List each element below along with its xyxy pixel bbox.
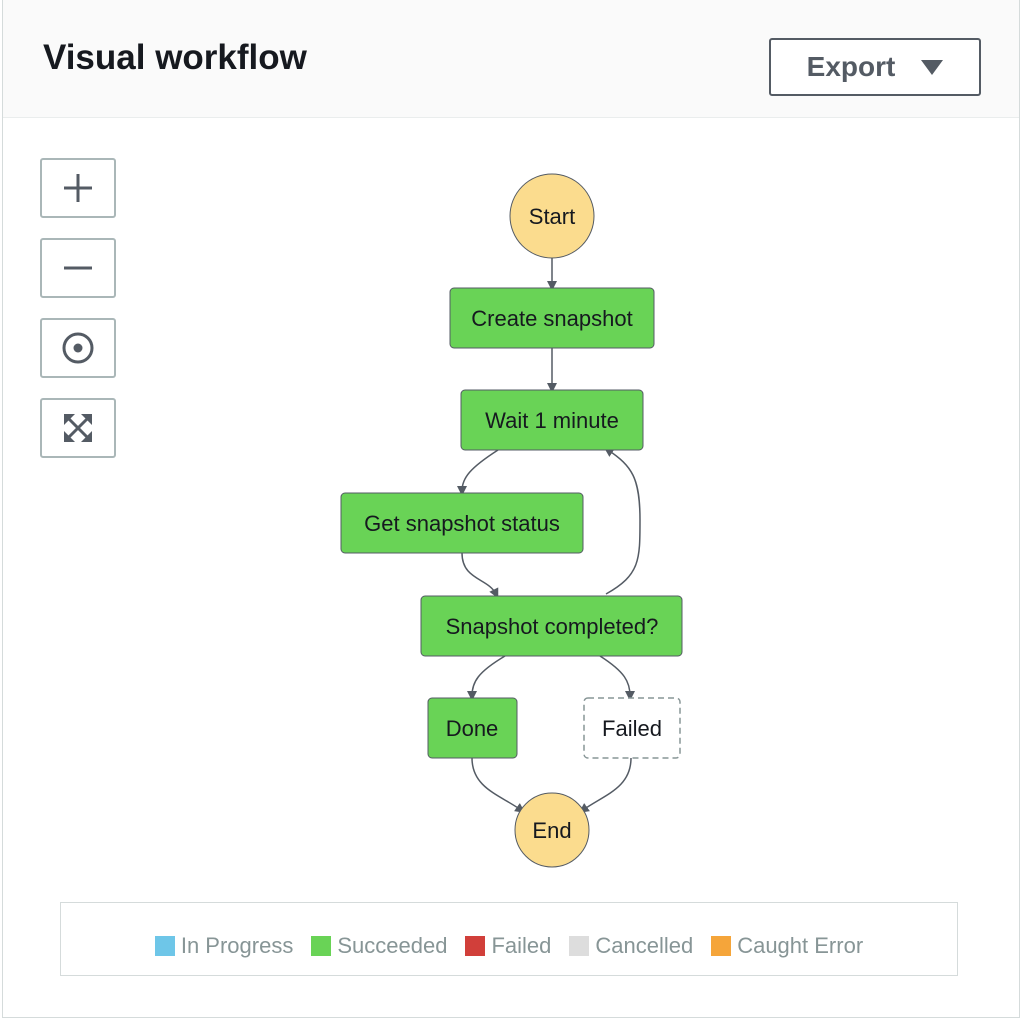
node-start[interactable]: Start [509, 173, 595, 259]
legend-item-in-progress: In Progress [154, 919, 294, 959]
page-title: Visual workflow [43, 38, 307, 77]
node-wait-label: Wait 1 minute [485, 408, 619, 433]
node-failed-label: Failed [602, 716, 662, 741]
legend-swatch [154, 936, 175, 956]
legend-label: Cancelled [595, 933, 694, 958]
legend-item-cancelled: Cancelled [569, 919, 693, 959]
node-failed[interactable]: Failed [583, 697, 681, 759]
legend-label: Succeeded [337, 933, 448, 958]
fit-to-screen-button[interactable] [40, 398, 116, 458]
node-start-label: Start [529, 204, 575, 229]
node-snapshot-completed[interactable]: Snapshot completed? [420, 595, 683, 657]
legend-swatch [569, 936, 590, 956]
plus-icon [64, 174, 92, 202]
node-wait[interactable]: Wait 1 minute [460, 389, 644, 451]
legend-label: In Progress [180, 933, 294, 958]
export-label: Export [806, 51, 896, 82]
legend-item-failed: Failed [465, 919, 551, 959]
node-done[interactable]: Done [427, 697, 518, 759]
edge-done-end [471, 757, 526, 813]
legend-swatch [311, 936, 332, 956]
zoom-out-button[interactable] [40, 238, 116, 298]
panel-header: Visual workflow Export [3, 0, 1019, 118]
node-done-label: Done [446, 716, 499, 741]
edges [457, 258, 641, 813]
legend-swatch [711, 936, 732, 956]
center-button[interactable] [40, 318, 116, 378]
edge-completed-done [467, 655, 506, 701]
legend-item-caught-error: Caught Error [711, 919, 863, 959]
caret-down-icon [921, 59, 944, 75]
node-get-snapshot-status-label: Get snapshot status [364, 511, 560, 536]
zoom-in-button[interactable] [40, 158, 116, 218]
legend-swatch [465, 936, 486, 956]
status-legend: In Progress Succeeded Failed Cancelled C… [60, 902, 958, 976]
edge-wait-getstatus [457, 449, 499, 496]
edge-completed-wait [603, 447, 641, 595]
minus-icon [64, 266, 92, 270]
node-end[interactable]: End [514, 792, 590, 868]
export-button[interactable]: Export [769, 38, 981, 96]
edge-getstatus-completed [461, 552, 499, 599]
node-get-snapshot-status[interactable]: Get snapshot status [340, 492, 584, 554]
node-create-snapshot[interactable]: Create snapshot [449, 287, 655, 349]
edge-completed-failed [599, 655, 635, 701]
edge-failed-end [578, 757, 632, 813]
expand-arrows-icon [64, 414, 92, 442]
center-target-icon [62, 332, 94, 364]
legend-item-succeeded: Succeeded [311, 919, 447, 959]
node-snapshot-completed-label: Snapshot completed? [446, 614, 659, 639]
node-end-label: End [532, 818, 571, 843]
node-create-snapshot-label: Create snapshot [471, 306, 632, 331]
legend-label: Caught Error [737, 933, 864, 958]
legend-label: Failed [491, 933, 552, 958]
